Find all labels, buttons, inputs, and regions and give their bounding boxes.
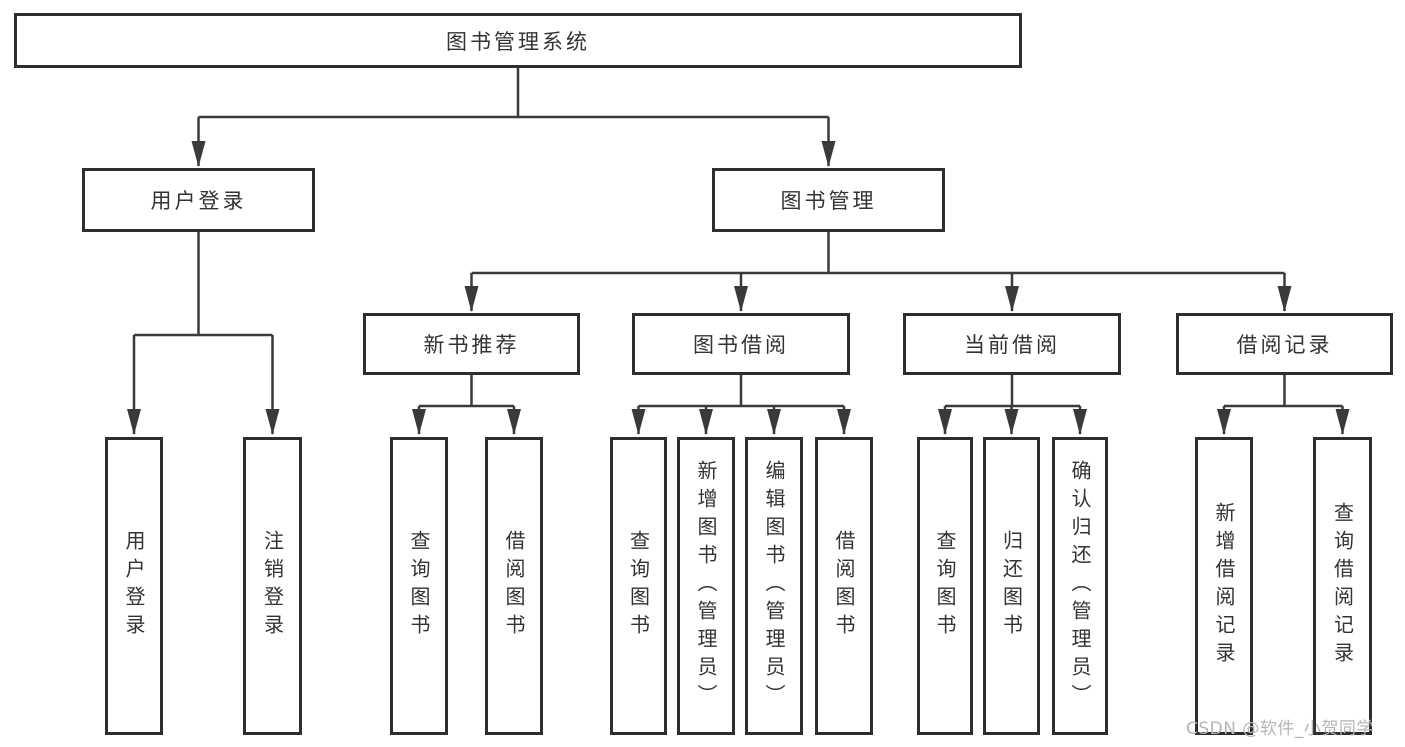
connector-book-mgmt-to-level3 bbox=[464, 232, 1292, 312]
node-book-management: 图书管理 bbox=[712, 168, 945, 232]
connector-root-to-level2 bbox=[191, 68, 836, 167]
connector-book-borrow-children bbox=[631, 375, 851, 435]
leaf-user-login: 用户登录 bbox=[105, 437, 163, 735]
node-label: 新书推荐 bbox=[423, 333, 520, 357]
leaf-label: 查询借阅记录 bbox=[1330, 502, 1355, 670]
leaf-current-return-book: 归还图书 bbox=[983, 437, 1040, 735]
node-label: 图书管理 bbox=[780, 189, 877, 213]
leaf-borrow-borrow-book: 借阅图书 bbox=[815, 437, 873, 735]
connector-borrow-records-children bbox=[1217, 375, 1350, 435]
node-label: 借阅记录 bbox=[1236, 333, 1333, 357]
connector-new-book-children bbox=[412, 375, 521, 435]
connector-user-login-children bbox=[127, 232, 280, 435]
leaf-borrow-add-book-admin: 新增图书（管理员） bbox=[677, 437, 735, 735]
node-label: 图书管理系统 bbox=[446, 29, 590, 54]
leaf-label: 查询图书 bbox=[626, 530, 651, 642]
leaf-logout: 注销登录 bbox=[243, 437, 302, 735]
leaf-label: 编辑图书（管理员） bbox=[762, 460, 786, 712]
node-user-login: 用户登录 bbox=[82, 168, 315, 232]
leaf-records-query-record: 查询借阅记录 bbox=[1313, 437, 1372, 735]
node-root-system: 图书管理系统 bbox=[14, 13, 1022, 68]
leaf-label: 借阅图书 bbox=[832, 530, 856, 642]
connector-current-borrow-children bbox=[938, 375, 1087, 435]
leaf-records-add-record: 新增借阅记录 bbox=[1195, 437, 1253, 735]
node-borrow-records: 借阅记录 bbox=[1176, 313, 1393, 375]
leaf-borrow-query-book: 查询图书 bbox=[610, 437, 667, 735]
leaf-label: 归还图书 bbox=[999, 530, 1024, 642]
leaf-label: 借阅图书 bbox=[502, 530, 526, 642]
leaf-label: 用户登录 bbox=[122, 530, 146, 642]
leaf-current-confirm-return-admin: 确认归还（管理员） bbox=[1052, 437, 1108, 735]
leaf-borrow-edit-book-admin: 编辑图书（管理员） bbox=[745, 437, 803, 735]
node-book-borrow: 图书借阅 bbox=[632, 313, 850, 375]
leaf-label: 注销登录 bbox=[260, 530, 285, 642]
leaf-label: 新增借阅记录 bbox=[1212, 502, 1236, 670]
leaf-label: 查询图书 bbox=[933, 530, 957, 642]
leaf-newbook-borrow-book: 借阅图书 bbox=[485, 437, 543, 735]
node-label: 用户登录 bbox=[150, 189, 247, 213]
leaf-label: 新增图书（管理员） bbox=[694, 460, 718, 712]
csdn-watermark: CSDN @软件_小贺同学 bbox=[1186, 719, 1374, 739]
leaf-current-query-book: 查询图书 bbox=[917, 437, 973, 735]
leaf-label: 查询图书 bbox=[407, 530, 431, 642]
node-label: 图书借阅 bbox=[693, 333, 789, 357]
node-current-borrow: 当前借阅 bbox=[903, 313, 1121, 375]
node-new-book-recommend: 新书推荐 bbox=[363, 313, 580, 375]
node-label: 当前借阅 bbox=[964, 333, 1060, 357]
leaf-newbook-query-book: 查询图书 bbox=[390, 437, 448, 735]
leaf-label: 确认归还（管理员） bbox=[1068, 460, 1092, 712]
